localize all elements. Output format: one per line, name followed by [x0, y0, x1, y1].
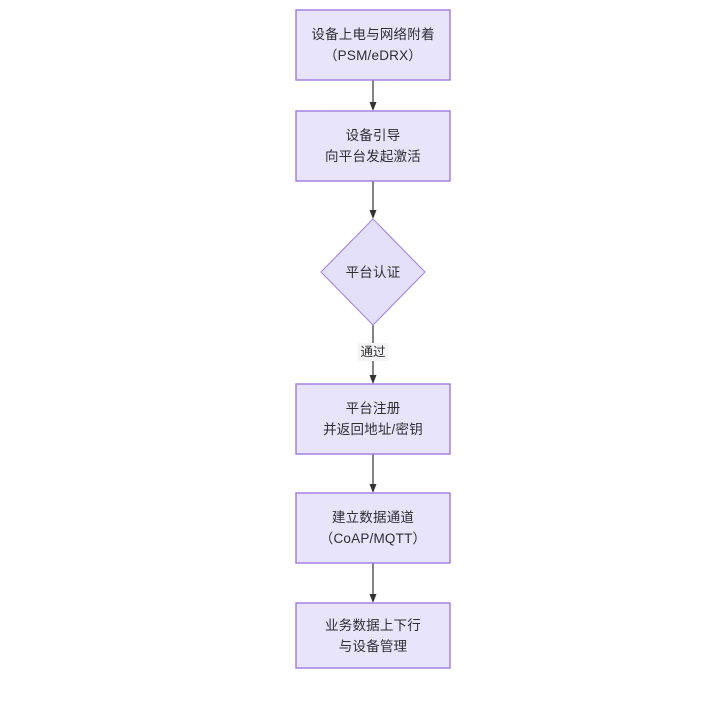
- arrowhead-icon: [369, 102, 377, 111]
- node-shape-n2[interactable]: [295, 110, 451, 182]
- node-shape-n6[interactable]: [295, 602, 451, 669]
- arrowhead-icon: [369, 594, 377, 603]
- edge-label-e3: 通过: [357, 343, 389, 361]
- arrowhead-icon: [369, 210, 377, 219]
- edge-e4[interactable]: [369, 454, 377, 493]
- edge-e5[interactable]: [369, 563, 377, 603]
- edge-e1[interactable]: [369, 80, 377, 111]
- node-shape-n4[interactable]: [295, 383, 451, 455]
- node-shape-n1[interactable]: [295, 9, 451, 81]
- node-shape-n3[interactable]: [320, 218, 426, 326]
- nodes-group: [295, 9, 451, 669]
- node-shape-n5[interactable]: [295, 492, 451, 564]
- arrowhead-icon: [369, 484, 377, 493]
- edge-e2[interactable]: [369, 181, 377, 219]
- arrowhead-icon: [369, 375, 377, 384]
